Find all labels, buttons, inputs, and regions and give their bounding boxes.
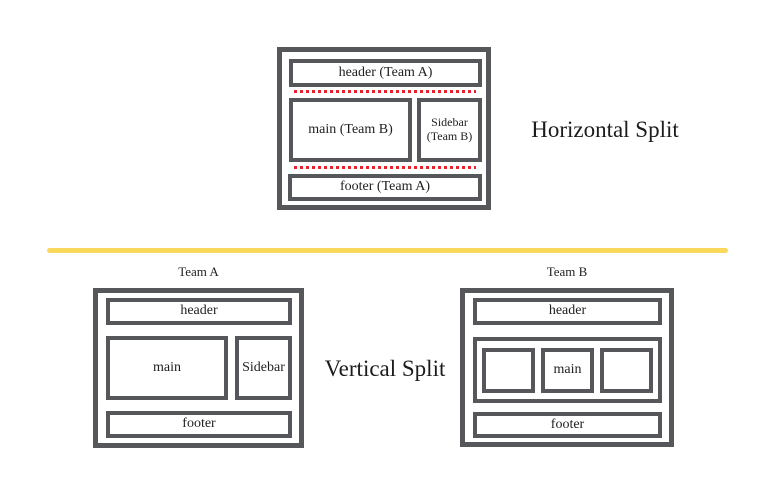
team-b-footer-label: footer [550, 416, 585, 432]
horizontal-header-box: header (Team A) [289, 59, 482, 87]
horizontal-split-dotted-line-bottom [294, 166, 476, 169]
horizontal-main-label: main (Team B) [308, 121, 393, 137]
team-a-footer-label: footer [182, 416, 216, 432]
team-b-main-box: main [541, 347, 594, 393]
team-a-sidebar-box: Sidebar [235, 336, 292, 400]
team-b-main-label: main [553, 362, 582, 377]
horizontal-sidebar-label: Sidebar (Team B) [426, 115, 473, 143]
team-a-title: Team A [178, 264, 219, 279]
horizontal-split-dotted-line-top [294, 90, 476, 93]
team-b-column-box-left [482, 347, 535, 393]
team-b-footer-box: footer [473, 412, 662, 438]
team-a-header-box: header [106, 298, 292, 325]
team-a-sidebar-label: Sidebar [242, 359, 285, 375]
team-a-header-label: header [180, 303, 218, 319]
team-b-header-label: header [548, 303, 587, 319]
team-a-diagram: header main Sidebar footer [93, 288, 304, 448]
team-a-main-box: main [106, 336, 228, 400]
horizontal-footer-box: footer (Team A) [288, 174, 482, 201]
team-b-column-box-right [600, 347, 653, 393]
horizontal-sidebar-box: Sidebar (Team B) [417, 98, 482, 162]
team-b-diagram: header main footer [460, 288, 674, 447]
team-b-header-box: header [473, 298, 662, 325]
team-b-title: Team B [546, 264, 588, 279]
horizontal-footer-label: footer (Team A) [340, 179, 430, 195]
team-a-main-label: main [153, 359, 181, 375]
team-b-main-row: main [473, 337, 662, 403]
yellow-divider [47, 248, 728, 253]
horizontal-main-box: main (Team B) [289, 98, 412, 162]
vertical-split-title: Vertical Split [324, 356, 446, 381]
horizontal-split-title: Horizontal Split [531, 117, 679, 142]
horizontal-header-label: header (Team A) [338, 64, 433, 80]
team-a-footer-box: footer [106, 411, 292, 438]
horizontal-split-diagram: header (Team A) main (Team B) Sidebar (T… [277, 47, 491, 210]
